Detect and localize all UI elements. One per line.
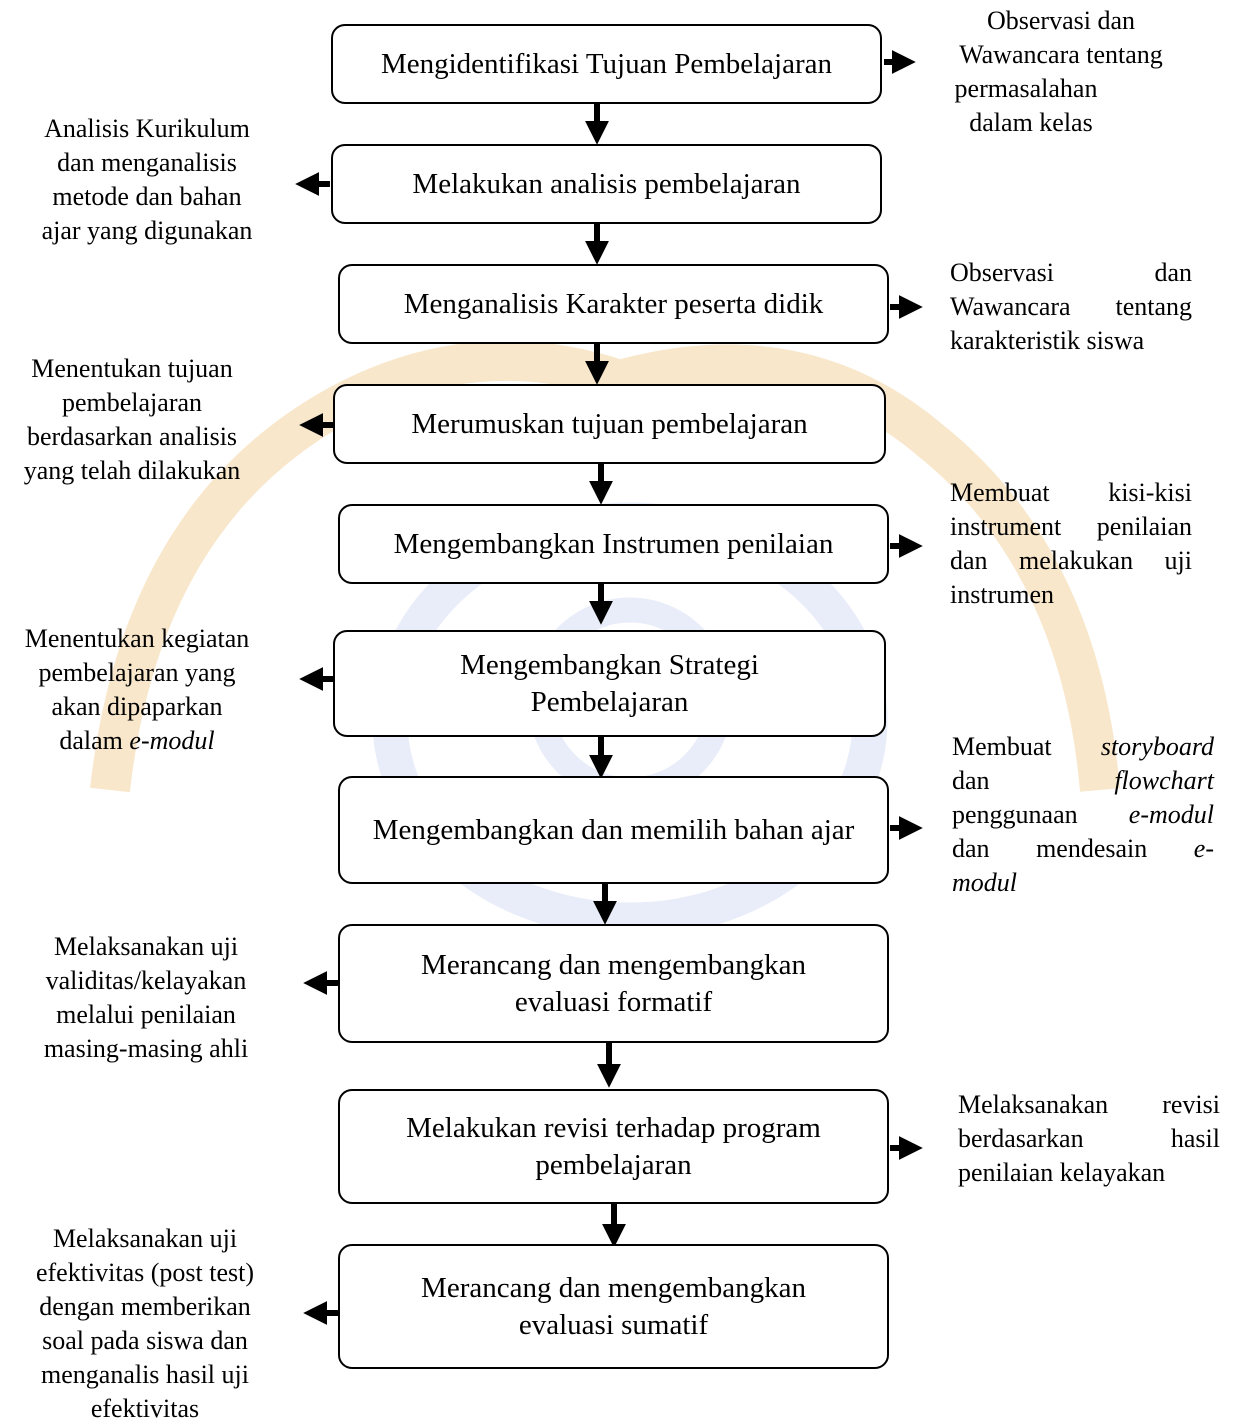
note-line: berdasarkan analisis	[26, 422, 238, 451]
note-line: Melaksanakan uji	[53, 932, 239, 961]
note-line: akan dipaparkan	[51, 692, 223, 721]
note-word-italic: e-modul	[1128, 800, 1214, 829]
step-box-learning-analysis: Melakukan analisis pembelajaran	[331, 144, 882, 224]
note-line: Analisis Kurikulum	[44, 114, 250, 143]
step-label: Mengembangkan Instrumen penilaian	[393, 527, 834, 560]
note-line: dengan memberikan	[39, 1292, 251, 1321]
note-line: pembelajaran	[61, 388, 203, 417]
step-label: Mengembangkan dan memilih bahan ajar	[372, 813, 855, 846]
note-line: ajar yang digunakan	[41, 216, 253, 245]
note-line: efektivitas	[90, 1394, 200, 1423]
note-word: Membuat	[952, 732, 1052, 761]
note-instrument-grid: Membuat kisi-kisi instrument penilaian d…	[950, 476, 1192, 612]
step-box-learning-strategy: Mengembangkan Strategi Pembelajaran	[333, 630, 886, 737]
note-line: menganalis hasil uji	[41, 1360, 249, 1389]
note-word-italic: e-modul	[129, 726, 215, 755]
note-line: instrument penilaian	[950, 512, 1192, 541]
note-line: Melaksanakan uji	[52, 1224, 238, 1253]
note-learning-activities: Menentukan kegiatan pembelajaran yang ak…	[4, 622, 270, 758]
note-line: metode dan bahan	[52, 182, 242, 211]
note-line: berdasarkan hasil	[958, 1124, 1220, 1153]
note-line: Wawancara tentang	[950, 292, 1192, 321]
note-line: penilaian kelayakan	[958, 1158, 1166, 1187]
note-line: efektivitas (post test)	[35, 1258, 255, 1287]
step-box-develop-materials: Mengembangkan dan memilih bahan ajar	[338, 776, 889, 884]
note-line: validitas/kelayakan	[45, 966, 247, 995]
note-line: instrumen	[950, 580, 1054, 609]
note-validity-test: Melaksanakan uji validitas/kelayakan mel…	[16, 930, 276, 1066]
note-word: dan	[952, 766, 990, 795]
note-word-italic: storyboard	[1100, 732, 1214, 761]
note-line: dan menganalisis	[57, 148, 237, 177]
step-label: Melakukan analisis pembelajaran	[412, 167, 801, 200]
step-box-learner-analysis: Menganalisis Karakter peserta didik	[338, 264, 889, 344]
note-line: Observasi dan	[986, 6, 1135, 35]
note-line: Menentukan kegiatan	[24, 624, 250, 653]
note-word: penggunaan	[952, 800, 1078, 829]
note-word-italic: modul	[952, 868, 1017, 897]
step-box-assessment-instruments: Mengembangkan Instrumen penilaian	[338, 504, 889, 584]
step-label: Menganalisis Karakter peserta didik	[403, 287, 824, 320]
step-box-identify-goals: Mengidentifikasi Tujuan Pembelajaran	[331, 24, 882, 104]
seal-outer-ring	[90, 340, 1120, 793]
note-line: karakteristik siswa	[950, 326, 1145, 355]
note-word: dan mendesain	[952, 834, 1148, 863]
note-word-italic: flowchart	[1114, 766, 1214, 795]
note-curriculum-analysis: Analisis Kurikulum dan menganalisis meto…	[6, 112, 288, 248]
note-word: dalam	[59, 726, 123, 755]
note-line: masing-masing ahli	[43, 1034, 249, 1063]
step-label: Merancang dan mengembangkan evaluasi for…	[421, 948, 806, 1018]
step-box-formulate-objectives: Merumuskan tujuan pembelajaran	[333, 384, 886, 464]
step-box-summative-evaluation: Merancang dan mengembangkan evaluasi sum…	[338, 1244, 889, 1369]
note-observation-problems: Observasi dan Wawancara tentang permasal…	[922, 4, 1200, 140]
step-label: Merancang dan mengembangkan evaluasi sum…	[421, 1271, 806, 1341]
note-revision: Melaksanakan revisi berdasarkan hasil pe…	[958, 1088, 1220, 1190]
note-storyboard-flowchart: Membuat storyboard dan flowchart penggun…	[952, 730, 1214, 900]
step-box-revision: Melakukan revisi terhadap program pembel…	[338, 1089, 889, 1204]
note-line: Menentukan tujuan	[31, 354, 233, 383]
step-label: Merumuskan tujuan pembelajaran	[411, 407, 808, 440]
note-line: yang telah dilakukan	[23, 456, 241, 485]
note-line: Melaksanakan revisi	[958, 1090, 1220, 1119]
note-observation-characteristics: Observasi dan Wawancara tentang karakter…	[950, 256, 1192, 358]
note-line: pembelajaran yang	[38, 658, 236, 687]
step-box-formative-evaluation: Merancang dan mengembangkan evaluasi for…	[338, 924, 889, 1043]
note-word-italic: e-	[1193, 834, 1214, 863]
note-line: permasalahan	[954, 74, 1098, 103]
step-label: Mengembangkan Strategi Pembelajaran	[460, 648, 759, 718]
note-line: soal pada siswa dan	[42, 1326, 248, 1355]
note-line: dalam kelas	[969, 108, 1093, 137]
step-label: Mengidentifikasi Tujuan Pembelajaran	[380, 47, 833, 80]
note-line: Observasi dan	[950, 258, 1192, 287]
note-define-objectives: Menentukan tujuan pembelajaran berdasark…	[4, 352, 260, 488]
note-line: melalui penilaian	[56, 1000, 236, 1029]
note-effectiveness-test: Melaksanakan uji efektivitas (post test)…	[14, 1222, 276, 1426]
note-line: Membuat kisi-kisi	[950, 478, 1192, 507]
note-line: dan melakukan uji	[950, 546, 1192, 575]
note-line: Wawancara tentang	[959, 40, 1163, 69]
step-label: Melakukan revisi terhadap program pembel…	[406, 1111, 821, 1181]
